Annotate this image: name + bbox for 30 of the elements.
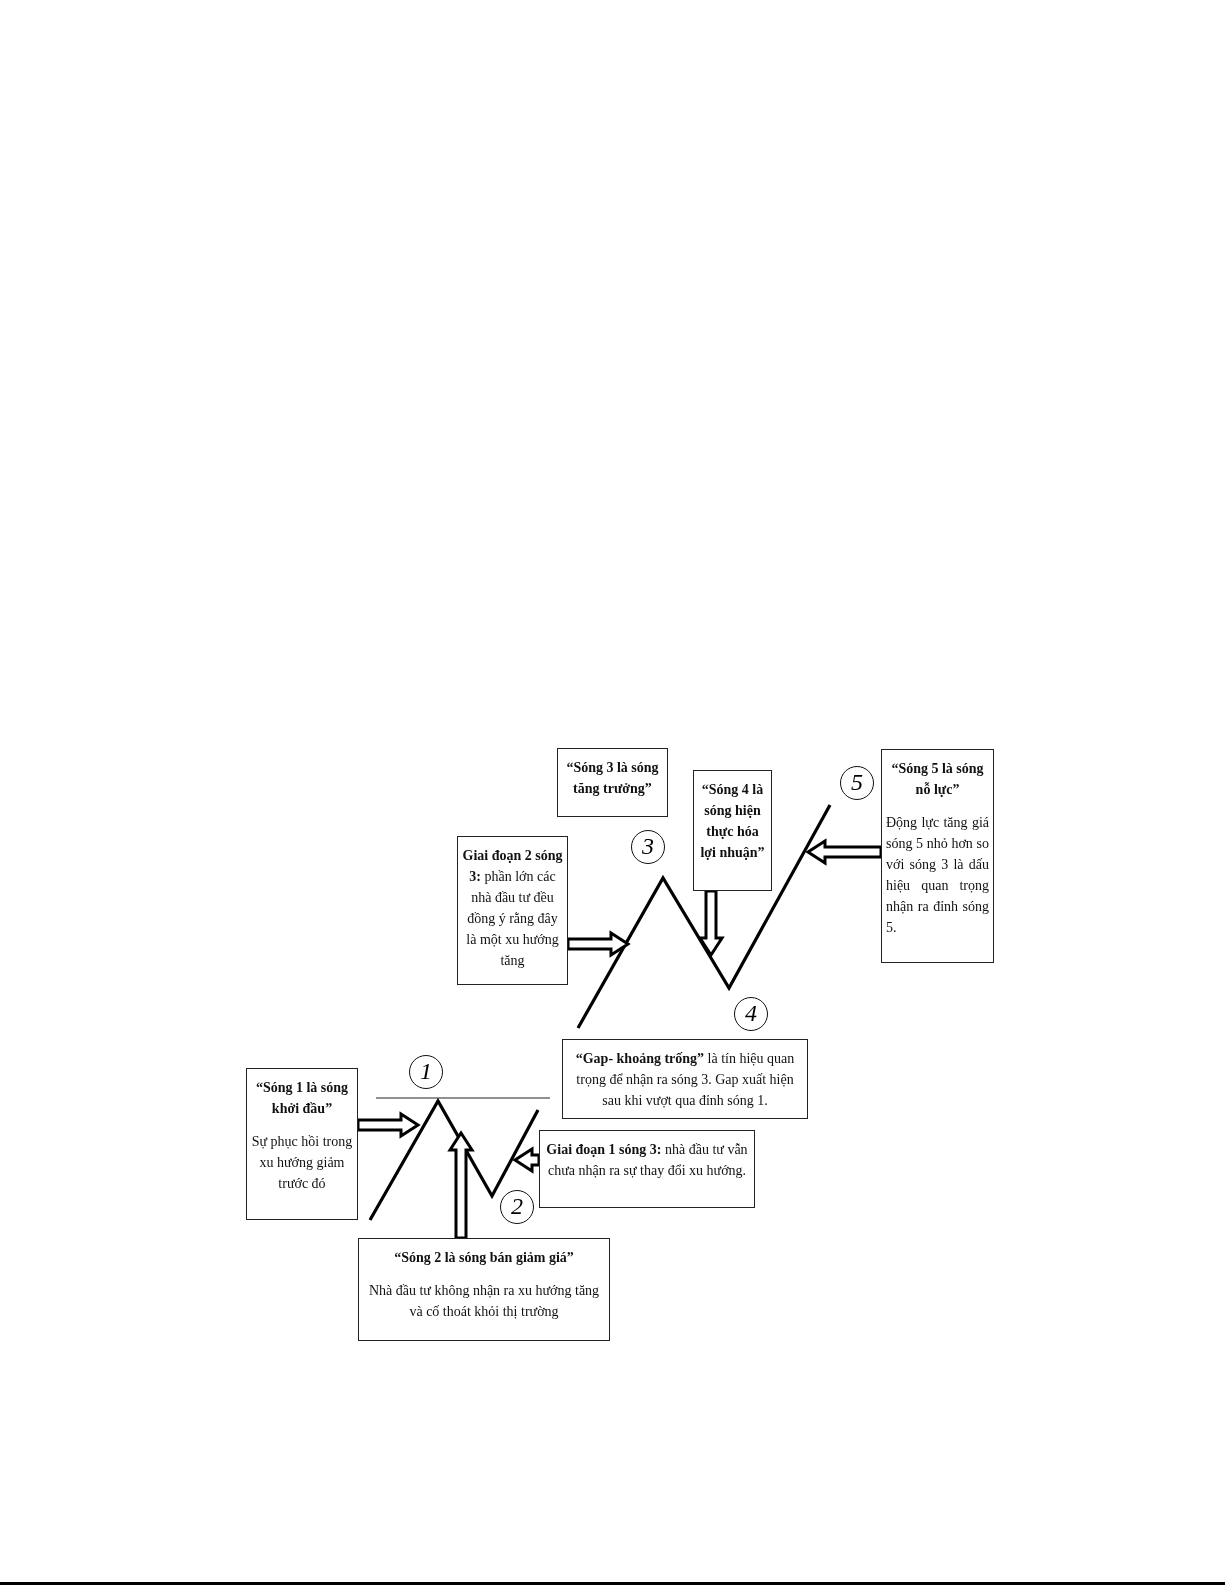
annotation-box	[693, 770, 772, 891]
box-text: “Gap- khoảng trống” là tín hiệu quan trọng để nhận ra sóng 3. Gap xuất hiện sau khi vượt qua đỉnh sóng 1.	[574, 1050, 796, 1110]
wave-number-circle: 5	[840, 766, 874, 800]
wave-number-circle: 2	[500, 1190, 534, 1224]
annotation-box	[358, 1238, 610, 1341]
annotation-box	[246, 1068, 358, 1220]
box-text: Nhà đầu tư không nhận ra xu hướng tăng và cố thoát khỏi thị trường	[367, 1282, 601, 1321]
block-arrow	[805, 838, 883, 866]
box-text: Giai đoạn 2 sóng 3: phần lớn các nhà đầu tư đều đồng ý rằng đây là một xu hướng tăng	[462, 847, 563, 970]
box-heading: “Sóng 1 là sóng khởi đầu”	[254, 1079, 350, 1118]
box-heading: “Sóng 5 là sóng nỗ lực”	[890, 760, 985, 799]
annotation-box	[881, 749, 994, 963]
block-arrow	[566, 930, 631, 958]
annotation-box	[539, 1130, 755, 1208]
box-heading: “Sóng 3 là sóng tăng trưởng”	[565, 759, 660, 798]
wave-number-circle: 4	[734, 997, 768, 1031]
box-text: Giai đoạn 1 sóng 3: nhà đầu tư vẫn chưa nhận ra sự thay đổi xu hướng.	[545, 1141, 749, 1180]
box-heading: “Sóng 2 là sóng bán giảm giá”	[393, 1249, 575, 1267]
box-text: Động lực tăng giá sóng 5 nhỏ hơn so với sóng 3 là dấu hiệu quan trọng nhận ra đỉnh sóng 5.	[886, 814, 989, 937]
wave-number-circle: 1	[409, 1055, 443, 1089]
annotation-box	[562, 1039, 808, 1119]
block-arrow	[697, 889, 725, 958]
block-arrow	[356, 1111, 421, 1139]
box-text: Sự phục hồi trong xu hướng giảm trước đó	[251, 1133, 353, 1193]
block-arrow	[447, 1130, 475, 1240]
annotation-box	[457, 836, 568, 985]
box-heading: “Sóng 4 là sóng hiện thực hóa lợi nhuận”	[699, 781, 766, 862]
annotation-box	[557, 748, 668, 817]
wave-number-circle: 3	[631, 830, 665, 864]
block-arrow	[512, 1146, 541, 1174]
